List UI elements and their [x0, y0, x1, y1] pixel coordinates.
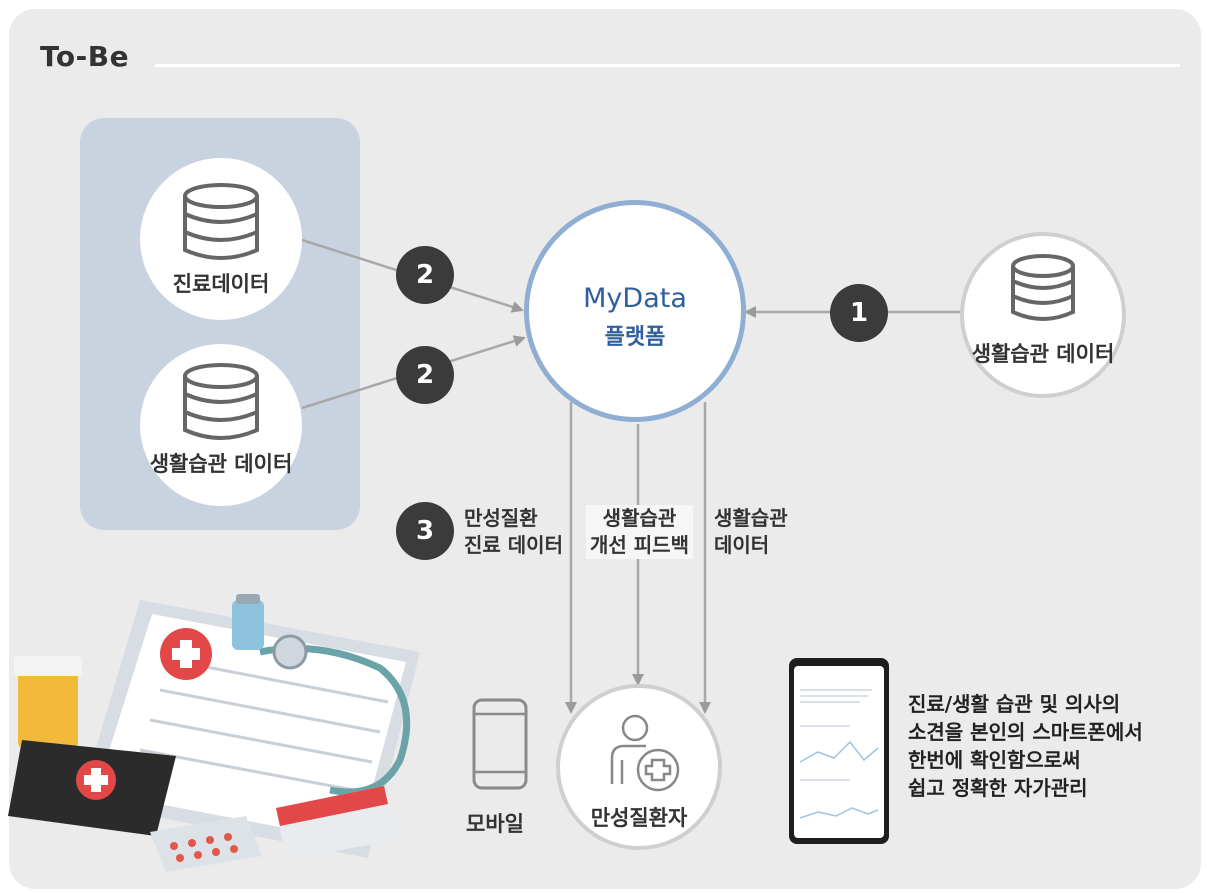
- label-line: 생활습관: [714, 506, 788, 530]
- section-title: To-Be: [40, 40, 130, 73]
- mydata-subtitle: 플랫폼: [604, 325, 666, 350]
- label-line: 데이터: [714, 533, 770, 557]
- description-line: 쉽고 정확한 자가관리: [908, 776, 1088, 800]
- label-line: 진료 데이터: [464, 533, 563, 557]
- label-habit-data: 생활습관 데이터: [714, 505, 788, 559]
- habit-data-label-left: 생활습관 데이터: [149, 452, 293, 476]
- patient-node: 만성질환자: [556, 684, 722, 850]
- step-badge-3: 3: [396, 502, 454, 560]
- label-habit-feedback: 생활습관 개선 피드백: [586, 505, 693, 559]
- title-divider: [155, 64, 1180, 67]
- label-line: 만성질환: [464, 506, 538, 530]
- habit-data-label-right: 생활습관 데이터: [971, 342, 1115, 366]
- mobile-label: 모바일: [466, 812, 524, 836]
- care-data-label: 진료데이터: [172, 272, 270, 296]
- habit-data-node-left: 생활습관 데이터: [140, 344, 302, 506]
- step-badge-2a: 2: [396, 246, 454, 304]
- step-badge-1: 1: [830, 284, 888, 342]
- label-line: 개선 피드백: [590, 533, 689, 557]
- label-line: 생활습관: [602, 506, 677, 530]
- mydata-platform-node: MyData 플랫폼: [524, 200, 746, 422]
- step-badge-2b: 2: [396, 346, 454, 404]
- database-icon: [183, 363, 259, 440]
- description-line: 진료/생활 습관 및 의사의: [908, 692, 1121, 716]
- care-data-node: 진료데이터: [140, 158, 302, 320]
- patient-medical-icon: [610, 714, 680, 792]
- description-line: 소견을 본인의 스마트폰에서: [908, 720, 1143, 744]
- database-icon: [1011, 254, 1075, 321]
- description-text: 진료/생활 습관 및 의사의 소견을 본인의 스마트폰에서 한번에 확인함으로써…: [908, 690, 1143, 802]
- habit-data-node-right: 생활습관 데이터: [960, 232, 1126, 398]
- description-line: 한번에 확인함으로써: [908, 748, 1081, 772]
- database-icon: [183, 183, 259, 260]
- label-chronic-care-data: 만성질환 진료 데이터: [464, 505, 563, 559]
- patient-label: 만성질환자: [590, 806, 688, 830]
- mydata-title: MyData: [583, 283, 687, 314]
